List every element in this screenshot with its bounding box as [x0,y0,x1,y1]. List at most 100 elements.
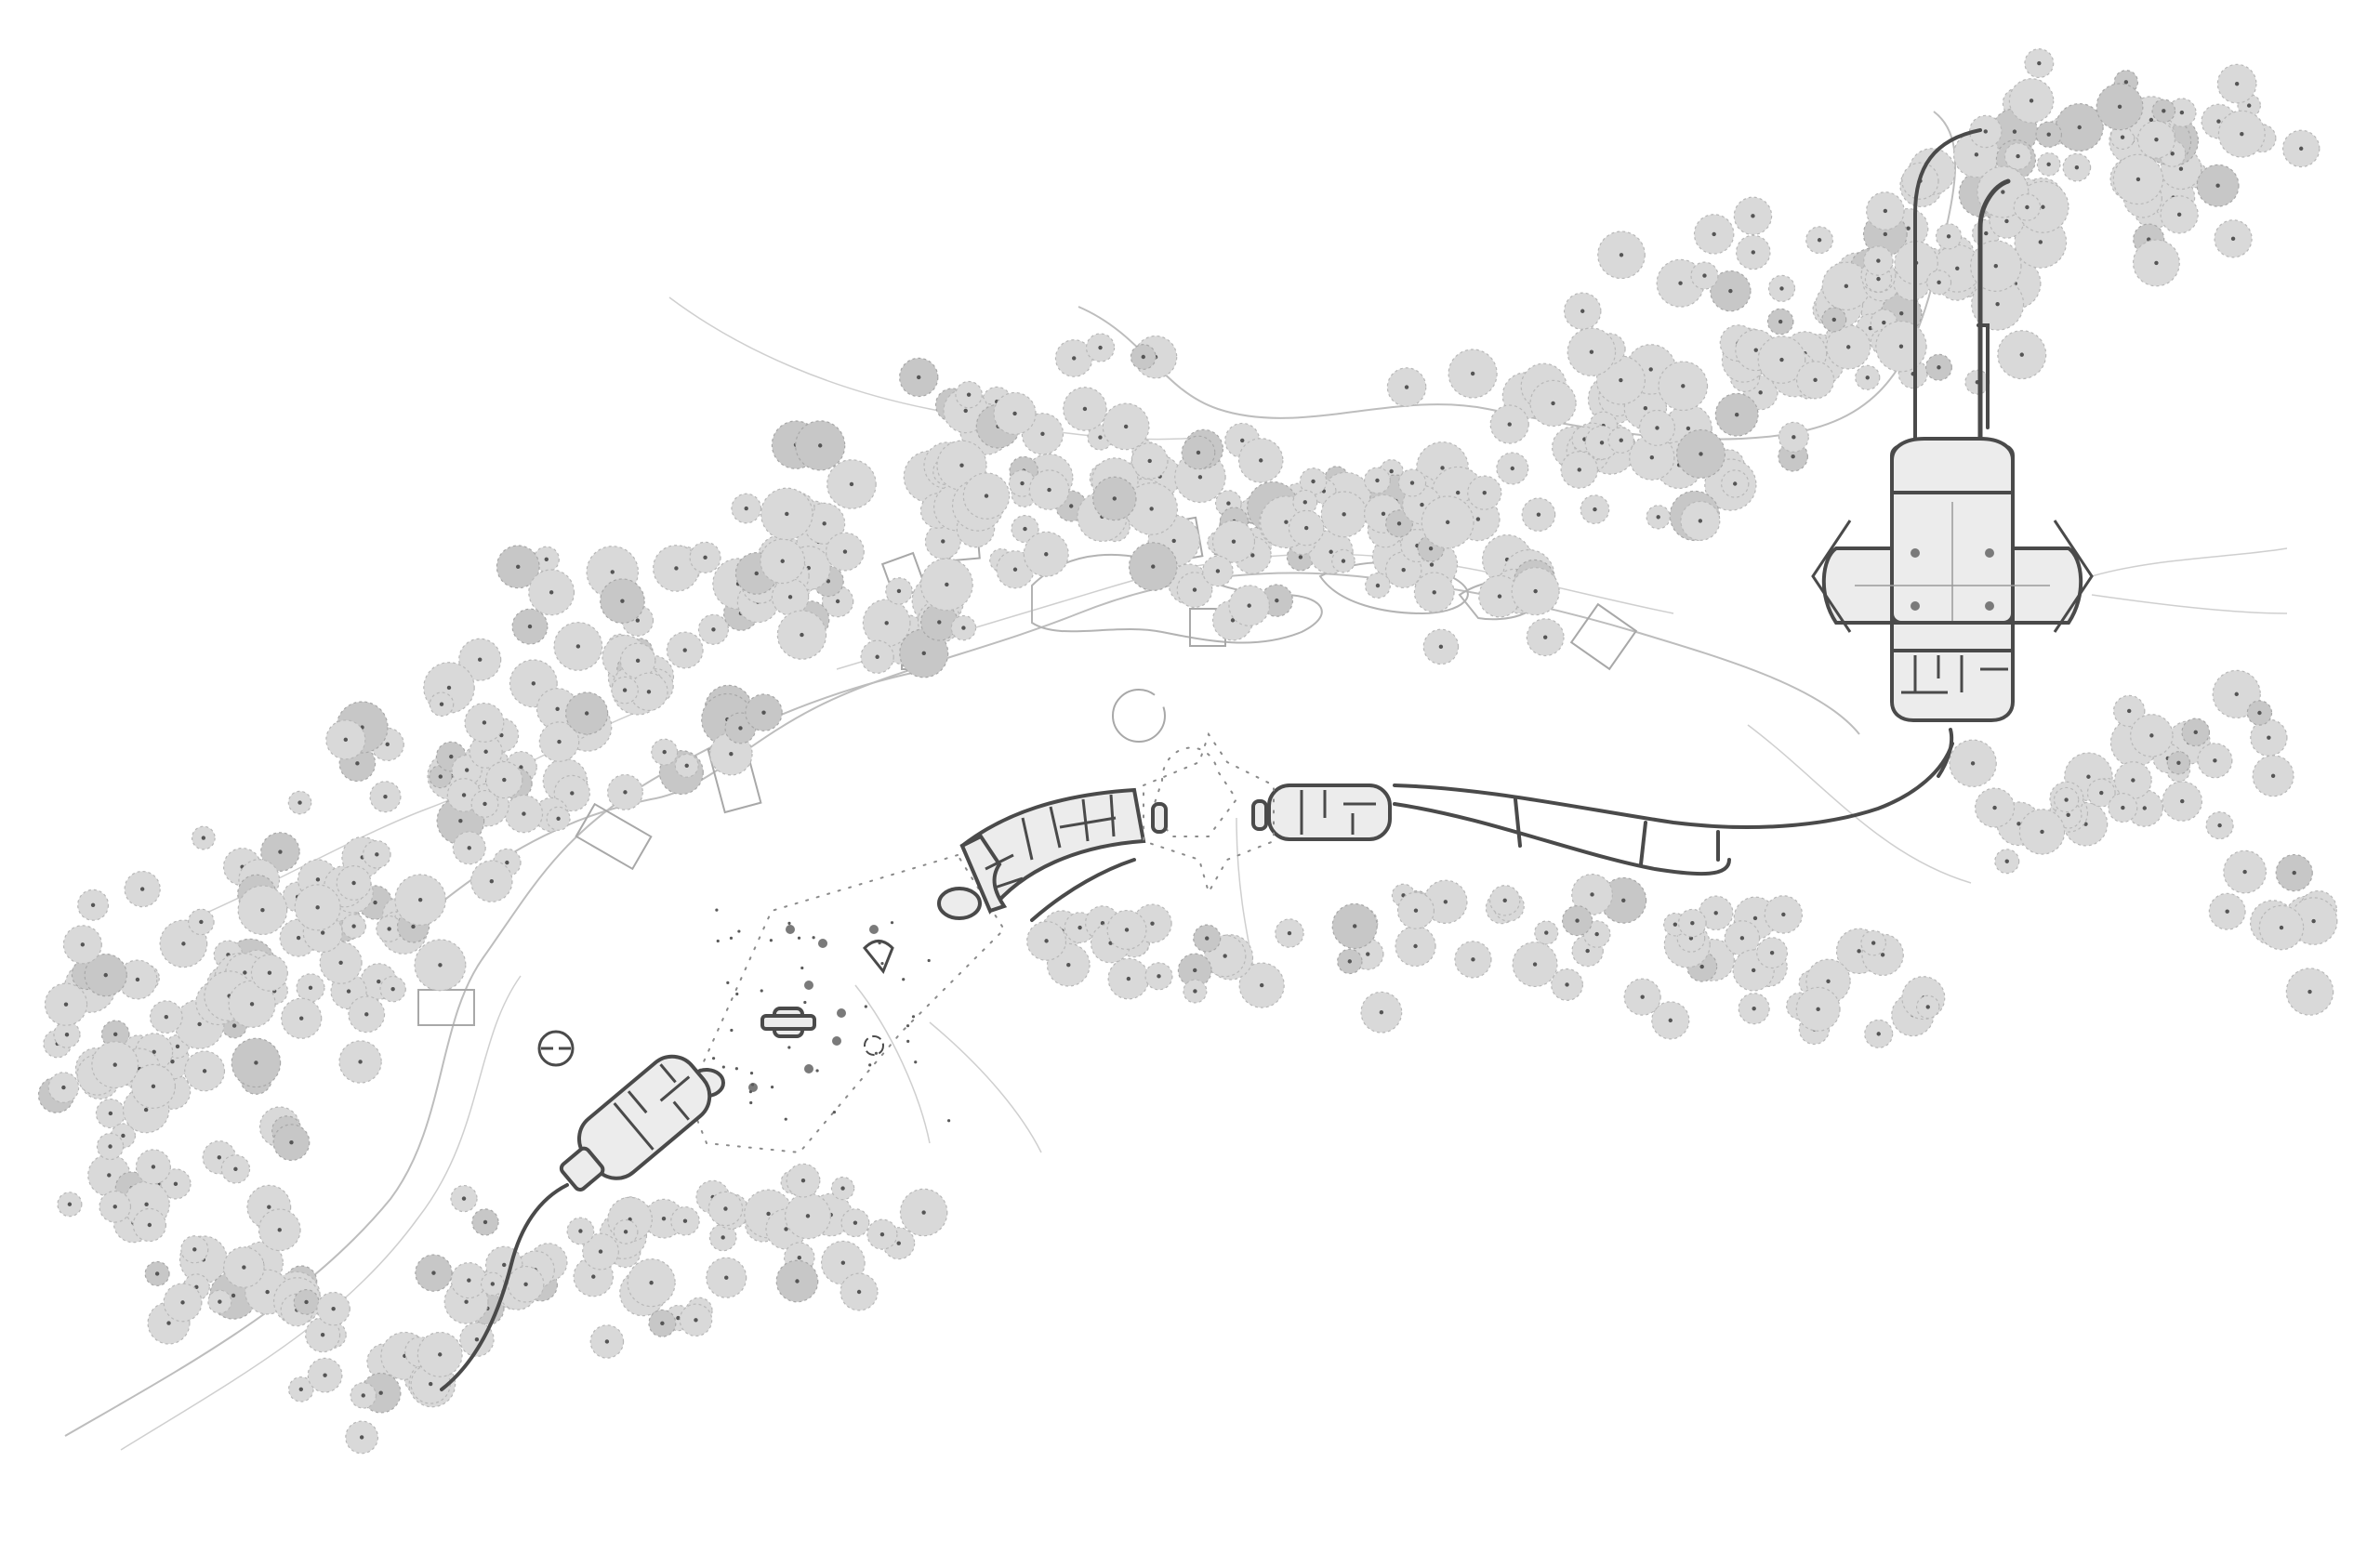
tree-icon [2062,152,2092,182]
tree-trunk [108,1111,113,1116]
column-icon [1911,548,1920,558]
tree-trunk [1072,356,1077,361]
tree-icon [2208,892,2246,930]
tree-icon [706,1257,747,1298]
tree-icon [1489,404,1529,444]
tree-icon [1489,885,1521,916]
tree-icon [1107,957,1150,1000]
tree-icon [415,1254,453,1292]
tree-icon [1677,908,1707,938]
tree-trunk [1157,974,1161,979]
tree-trunk [1413,943,1418,949]
partition-line [1059,816,1117,829]
light-fixture [749,1100,753,1105]
partition-line [985,853,1014,871]
tree-trunk [2012,129,2017,134]
tree-icon [1125,482,1179,535]
tree-trunk [835,599,840,604]
tree-trunk [549,590,554,595]
tree-icon [611,676,639,704]
tree-icon [697,613,730,645]
tree-icon [363,839,391,869]
tree-trunk [315,905,320,910]
tree-icon [452,831,486,865]
tree-trunk [152,1049,156,1055]
tree-icon [2112,694,2146,728]
tree-trunk [489,878,495,884]
tree-trunk [937,620,942,625]
tree-icon [1690,261,1719,290]
tree-trunk [840,1260,846,1265]
tree-trunk [233,1166,238,1172]
tree-trunk [1082,406,1088,412]
tree-trunk [784,1227,788,1231]
tree-icon [2223,849,2267,894]
east-access-road [1393,742,1954,829]
tree-icon [950,614,977,641]
light-fixture [737,929,741,933]
south-of-pavilion-road [1937,728,1954,778]
tree-trunk [2154,137,2159,142]
tree-trunk [1098,435,1103,440]
tree-trunk [2037,60,2042,66]
tree-icon [955,380,983,409]
tree-icon [1130,344,1157,370]
tree-trunk [1078,925,1082,930]
tree-icon [1422,628,1460,665]
tree-icon [237,885,288,936]
tree-trunk [787,595,793,599]
tree-trunk [674,566,679,571]
tree-icon [745,693,783,731]
tree-icon [826,532,865,572]
tree-icon [1916,994,1940,1020]
column-icon [804,1064,813,1073]
tree-icon [471,1208,499,1236]
light-fixture [880,962,884,966]
pavilion-round [1112,689,1166,743]
tree-trunk [1100,921,1105,926]
tree-icon [919,558,973,612]
tree-trunk [2025,204,2030,210]
tree-trunk [1020,481,1025,486]
tree-trunk [1906,226,1911,230]
tree-trunk [1678,281,1683,285]
building-northeast-east-canopy [2053,520,2094,633]
tree-icon [1866,191,1905,230]
tree-trunk [766,1211,771,1217]
tree-trunk [1970,761,1976,766]
tree-trunk [2240,131,2244,137]
tree-icon [899,1188,948,1237]
tree-trunk [2180,798,2185,804]
road-divider-1 [1514,797,1522,848]
tree-icon [231,1037,282,1088]
tree-icon [307,1357,343,1393]
tree-trunk [2279,925,2284,930]
light-fixture [726,981,730,984]
tree-icon [826,459,877,509]
tree-trunk [610,570,615,574]
tree-trunk [2142,806,2147,810]
tree-trunk [378,1390,383,1395]
tree-icon [760,487,813,541]
tree-icon [1364,467,1391,494]
east-trail-lower [2091,594,2288,614]
tree-trunk [1565,982,1569,987]
tree-trunk [2086,774,2091,779]
tree-trunk [1699,964,1704,969]
tree-icon [1331,548,1355,573]
tree-icon [1756,937,1789,969]
tree-icon [188,908,215,936]
tree-trunk [2267,735,2271,740]
tree-icon [2205,811,2234,840]
tree-trunk [2170,151,2175,156]
tree-icon [336,865,372,901]
tree-icon [993,391,1037,435]
tree-trunk [1846,345,1851,349]
column-icon [837,1008,846,1018]
tree-trunk [2162,109,2166,113]
tree-trunk [1112,496,1117,501]
tree-icon [1551,968,1584,1001]
tree-icon [2018,809,2066,855]
tree-trunk [2117,104,2122,110]
tree-trunk [805,1214,811,1218]
